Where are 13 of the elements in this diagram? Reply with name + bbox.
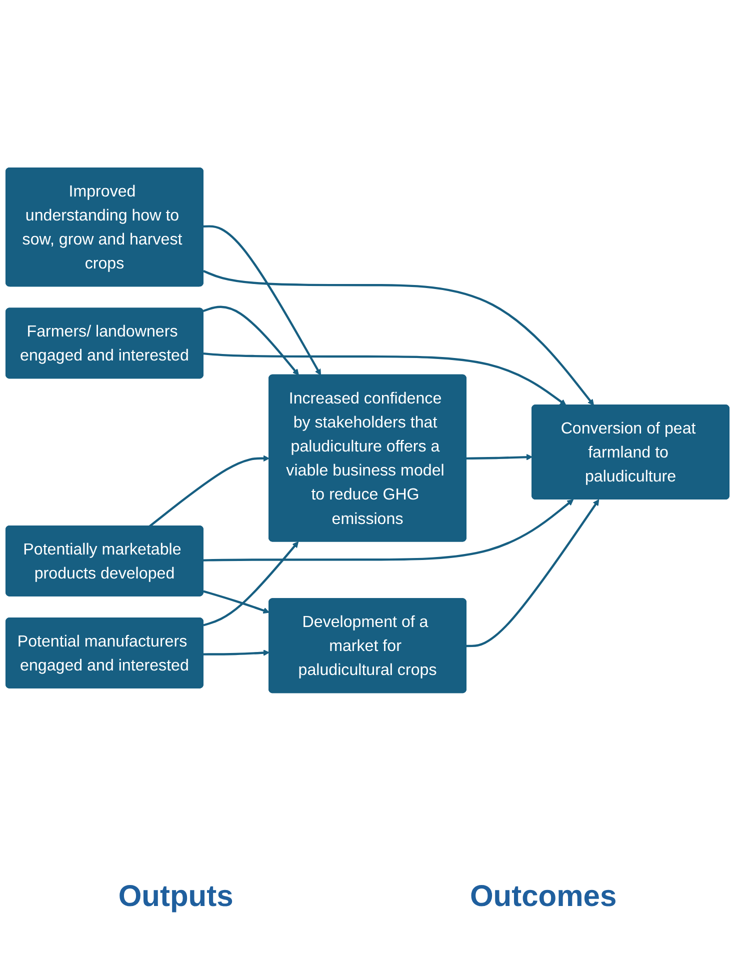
arrow — [203, 224, 322, 376]
arrow — [203, 590, 270, 614]
arrow — [149, 454, 270, 527]
arrow — [203, 541, 299, 626]
column-heading: Outputs — [118, 880, 234, 914]
arrow — [203, 352, 566, 406]
arrow — [466, 498, 600, 647]
arrow — [202, 305, 299, 376]
arrow — [203, 498, 574, 562]
arrow — [466, 454, 533, 460]
column-heading: Outcomes — [470, 880, 617, 914]
arrow — [203, 649, 270, 656]
arrow — [203, 270, 594, 406]
